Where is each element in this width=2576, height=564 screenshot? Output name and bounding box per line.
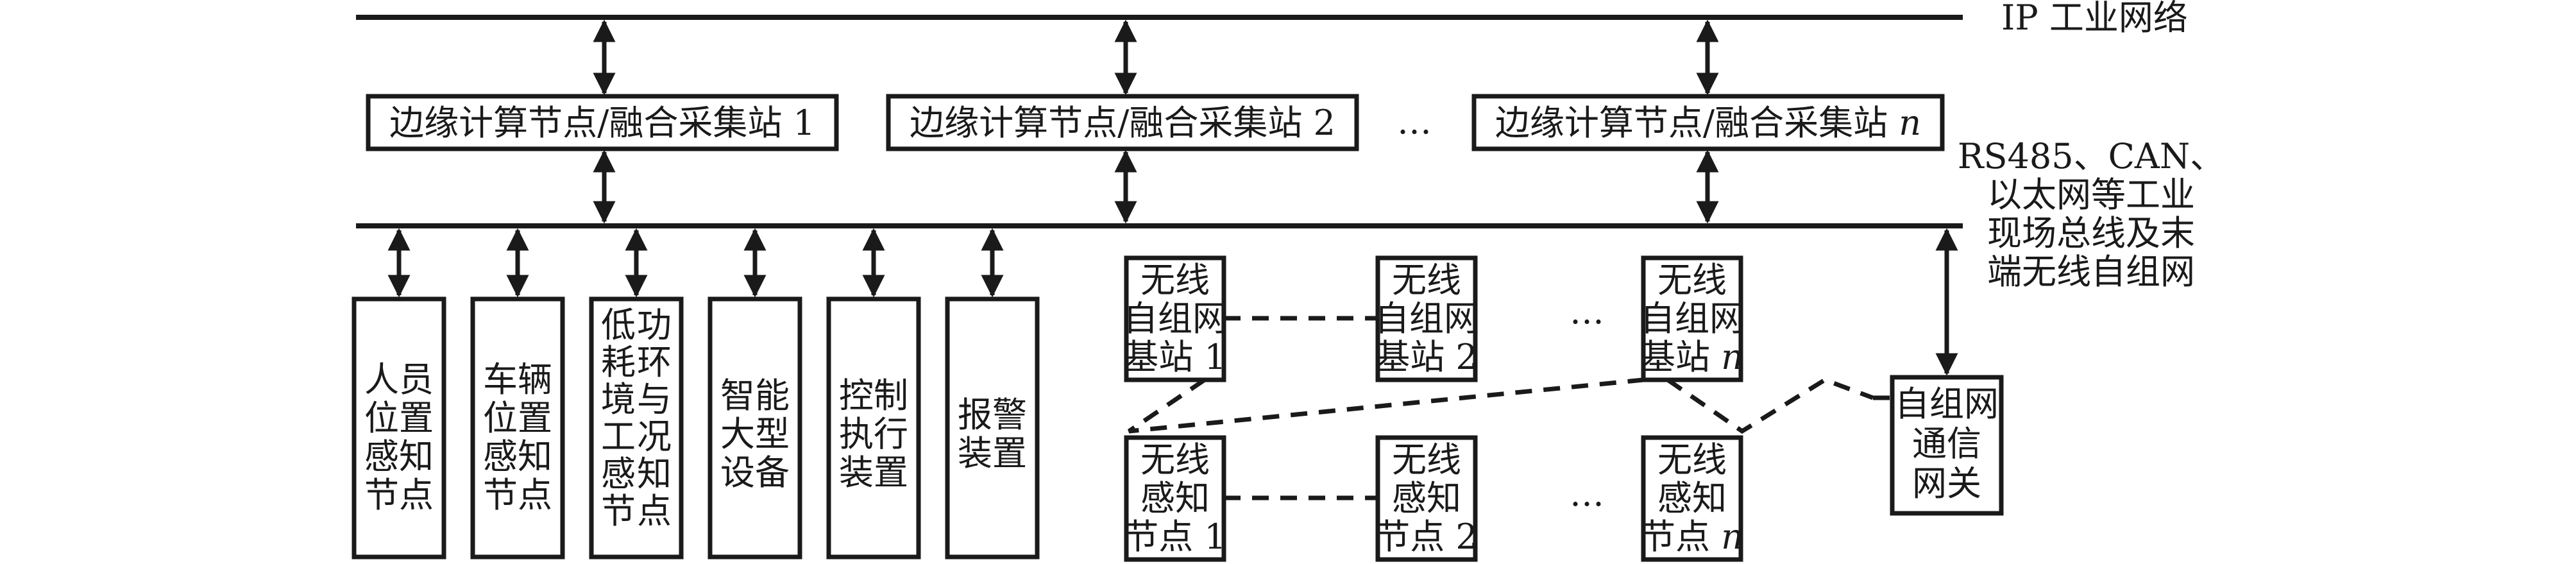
sensor-node-1: 无线 感知 节点 1 (1124, 435, 1226, 562)
device-label-char: 装置 (839, 452, 908, 493)
device-label-char: 感知 (364, 436, 434, 477)
device-label-char: 与 (637, 379, 672, 420)
device-label-char: 大型 (720, 414, 790, 454)
edge-station-label: 边缘计算节点/融合采集站 2 (910, 103, 1335, 143)
gateway-label: 通信 (1912, 423, 1981, 464)
base-station-n: 无线 自组网 基站 n (1640, 255, 1744, 382)
device-label-char: 位置 (483, 398, 552, 438)
fieldbus-label-line: RS485、CAN、 (1958, 136, 2224, 176)
mesh-link (1128, 377, 1644, 434)
mesh-link (1666, 377, 1874, 434)
base-station-text: 基站 (1641, 337, 1721, 377)
device-label-char: 执行 (839, 414, 908, 454)
base-station-index: n (1721, 337, 1743, 377)
base-station-label: 自组网 (1375, 298, 1479, 339)
base-station-label: 基站 n (1641, 337, 1743, 377)
device-control-actuator: 控制 执行 装置 (826, 296, 921, 560)
gateway-label: 自组网 (1895, 384, 1999, 424)
device-label-char: 知 (637, 454, 672, 494)
sensor-node-label: 无线 (1392, 440, 1461, 480)
gateway-label: 网关 (1912, 463, 1981, 504)
mesh-gateway: 自组网 通信 网关 (1890, 375, 2004, 516)
edge-station-text: 边缘计算节点/融合采集站 (1495, 103, 1899, 143)
device-vehicle-sensor: 车辆 位置 感知 节点 (470, 296, 565, 560)
sensor-node-label: 无线 (1657, 440, 1727, 480)
base-station-index: 2 (1455, 337, 1477, 377)
device-label-char: 节点 (483, 475, 552, 515)
device-label-char: 控制 (839, 375, 908, 416)
edge-station-text: 边缘计算节点/融合采集站 (389, 103, 793, 143)
device-label-char: 低 (601, 305, 636, 345)
edge-station-text: 边缘计算节点/融合采集站 (910, 103, 1313, 143)
base-station-label: 无线 (1657, 260, 1727, 300)
sensor-node-label: 节点 n (1641, 517, 1743, 557)
sensor-node-ellipsis: … (1570, 474, 1604, 514)
base-station-label: 基站 1 (1124, 337, 1226, 377)
device-alarm: 报警 装置 (945, 296, 1040, 560)
edge-station-label: 边缘计算节点/融合采集站 1 (389, 103, 815, 143)
edge-station-2: 边缘计算节点/融合采集站 2 (886, 94, 1359, 151)
sensor-node-label: 无线 (1140, 440, 1210, 480)
sensor-node-n: 无线 感知 节点 n (1641, 435, 1743, 562)
device-label-char: 智能 (720, 375, 790, 416)
sensor-node-label: 节点 2 (1375, 517, 1478, 557)
edge-station-label: 边缘计算节点/融合采集站 n (1495, 103, 1921, 143)
ip-network-label: IP 工业网络 (2001, 0, 2188, 38)
sensor-node-label: 感知 (1657, 478, 1727, 518)
device-label-char: 报警 (958, 395, 1027, 435)
device-label-char: 车辆 (483, 359, 552, 400)
device-env-condition-sensor: 低 功 耗 环 境 与 工 况 感 知 节 点 (589, 296, 684, 560)
fieldbus-label-line: 现场总线及末 (1987, 213, 2195, 253)
device-label-char: 境 (601, 379, 636, 420)
sensor-node-text: 节点 (1641, 517, 1721, 557)
device-label-char: 感 (601, 454, 636, 494)
sensor-node-label: 节点 1 (1124, 517, 1226, 557)
sensor-node-index: 1 (1204, 517, 1226, 557)
device-label-char: 感知 (483, 436, 552, 477)
fieldbus-label-line: 端无线自组网 (1987, 252, 2195, 292)
base-station-text: 基站 (1124, 337, 1204, 377)
base-station-text: 基站 (1375, 337, 1455, 377)
sensor-node-2: 无线 感知 节点 2 (1375, 435, 1478, 562)
fieldbus-label-line: 以太网等工业 (1987, 175, 2195, 215)
sensor-node-index: n (1721, 517, 1743, 557)
device-label-char: 耗 (601, 342, 636, 382)
device-label-char: 节点 (364, 475, 434, 515)
edge-station-1: 边缘计算节点/融合采集站 1 (366, 94, 839, 151)
sensor-node-index: 2 (1455, 517, 1477, 557)
device-smart-equipment: 智能 大型 设备 (708, 296, 802, 560)
edge-station-ellipsis: … (1397, 101, 1432, 142)
sensor-node-text: 节点 (1124, 517, 1204, 557)
base-station-1: 无线 自组网 基站 1 (1123, 255, 1227, 382)
base-station-2: 无线 自组网 基站 2 (1375, 255, 1479, 382)
device-label-char: 况 (637, 416, 672, 457)
sensor-node-text: 节点 (1375, 517, 1455, 557)
device-label-char: 位置 (364, 398, 434, 438)
fieldbus-label: RS485、CAN、 以太网等工业 现场总线及末 端无线自组网 (1958, 136, 2224, 292)
edge-station-n: 边缘计算节点/融合采集站 n (1471, 94, 1945, 151)
device-label-char: 装置 (958, 433, 1027, 474)
base-station-label: 自组网 (1123, 298, 1227, 339)
base-station-label: 无线 (1140, 260, 1210, 300)
device-label-char: 功 (637, 305, 672, 345)
device-label-char: 工 (601, 416, 636, 457)
sensor-node-label: 感知 (1392, 478, 1461, 518)
base-station-label: 自组网 (1640, 298, 1744, 339)
edge-station-index: 1 (793, 103, 815, 143)
base-station-label: 无线 (1392, 260, 1461, 300)
device-label-char: 环 (637, 342, 672, 382)
device-personnel-sensor: 人员 位置 感知 节点 (352, 296, 446, 560)
edge-station-index: n (1899, 103, 1921, 143)
base-station-ellipsis: … (1570, 291, 1604, 332)
device-label-char: 点 (637, 491, 672, 531)
edge-station-index: 2 (1314, 103, 1335, 143)
base-station-index: 1 (1204, 337, 1226, 377)
base-station-label: 基站 2 (1375, 337, 1478, 377)
device-label-char: 人员 (364, 359, 434, 400)
device-label-char: 节 (601, 491, 636, 531)
sensor-node-label: 感知 (1140, 478, 1210, 518)
device-label-char: 设备 (720, 452, 790, 493)
